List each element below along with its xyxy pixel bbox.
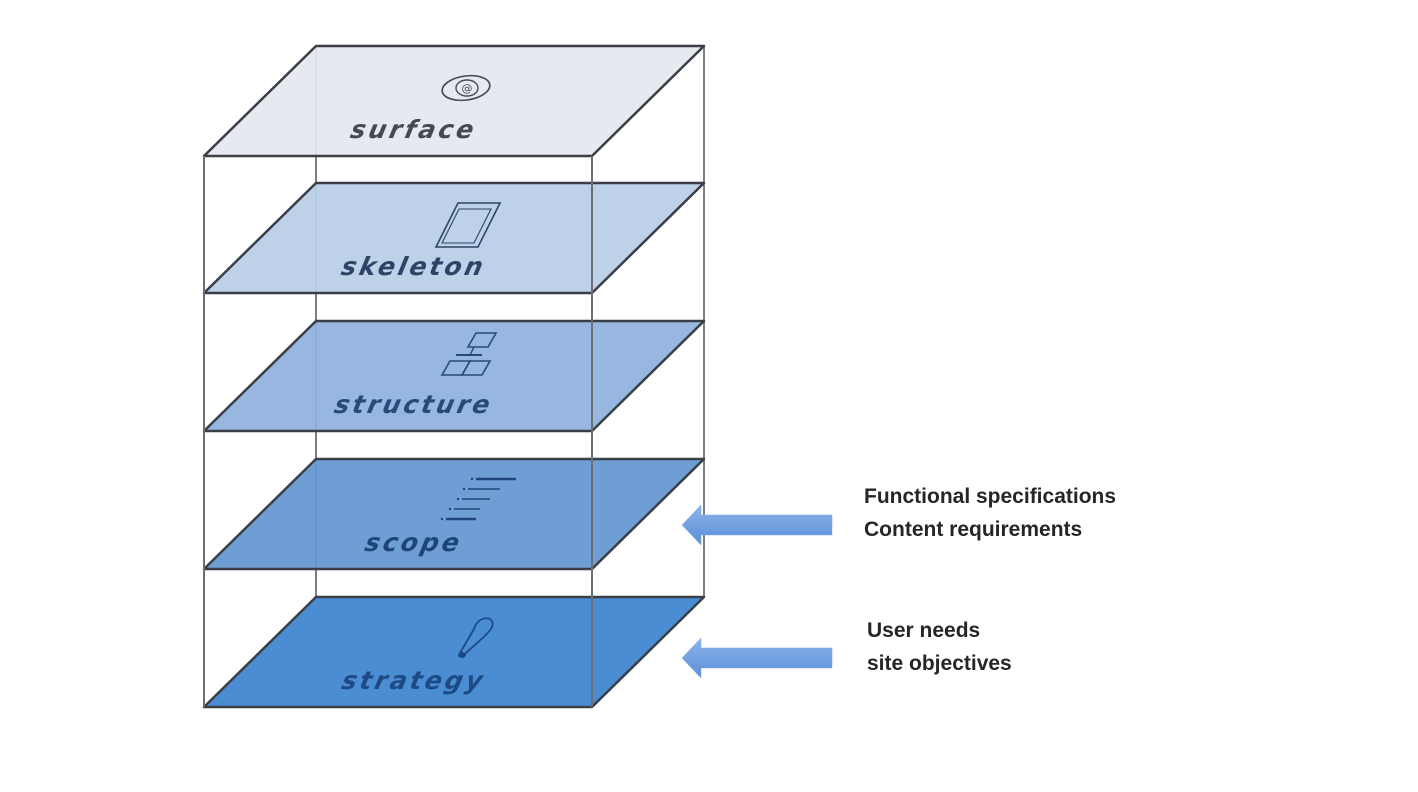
eye-icon: @	[441, 74, 491, 102]
plane-surface-shape	[202, 44, 706, 158]
arrow-left-icon	[681, 504, 833, 546]
plane-surface-shape	[202, 595, 706, 709]
plane-surface: @ surface	[202, 44, 706, 158]
annotation-line: Functional specifications	[864, 485, 1117, 508]
sitemap-icon	[440, 332, 498, 376]
annotation-line: User needs	[867, 619, 981, 642]
annotation-line: Content requirements	[864, 518, 1083, 541]
annotation-line: site objectives	[867, 652, 1012, 675]
plane-structure: structure	[202, 319, 706, 433]
plane-strategy: strategy	[202, 595, 706, 709]
lightbulb-icon	[458, 617, 494, 658]
svg-text:@: @	[462, 82, 473, 95]
plane-label: structure	[332, 390, 496, 419]
box-front-posts	[203, 156, 593, 707]
plane-surface-shape	[202, 457, 706, 571]
annotation-arrows	[681, 504, 833, 679]
plane-scope: scope	[202, 457, 706, 571]
plane-label: strategy	[339, 666, 488, 695]
plane-skeleton: skeleton	[202, 181, 706, 295]
planes-stack: @ surface skeleton structure scope strategy	[202, 44, 706, 709]
plane-surface-shape	[202, 319, 706, 433]
plane-label: scope	[362, 528, 465, 557]
list-icon	[440, 477, 516, 521]
plane-label: skeleton	[339, 252, 489, 281]
plane-surface-shape	[202, 181, 706, 295]
arrow-left-icon	[681, 637, 833, 679]
annotation-scope: Functional specifications Content requir…	[864, 480, 1116, 546]
annotation-strategy: User needs site objectives	[867, 614, 1012, 680]
wireframe-icon	[434, 202, 502, 248]
plane-label: surface	[348, 115, 480, 144]
